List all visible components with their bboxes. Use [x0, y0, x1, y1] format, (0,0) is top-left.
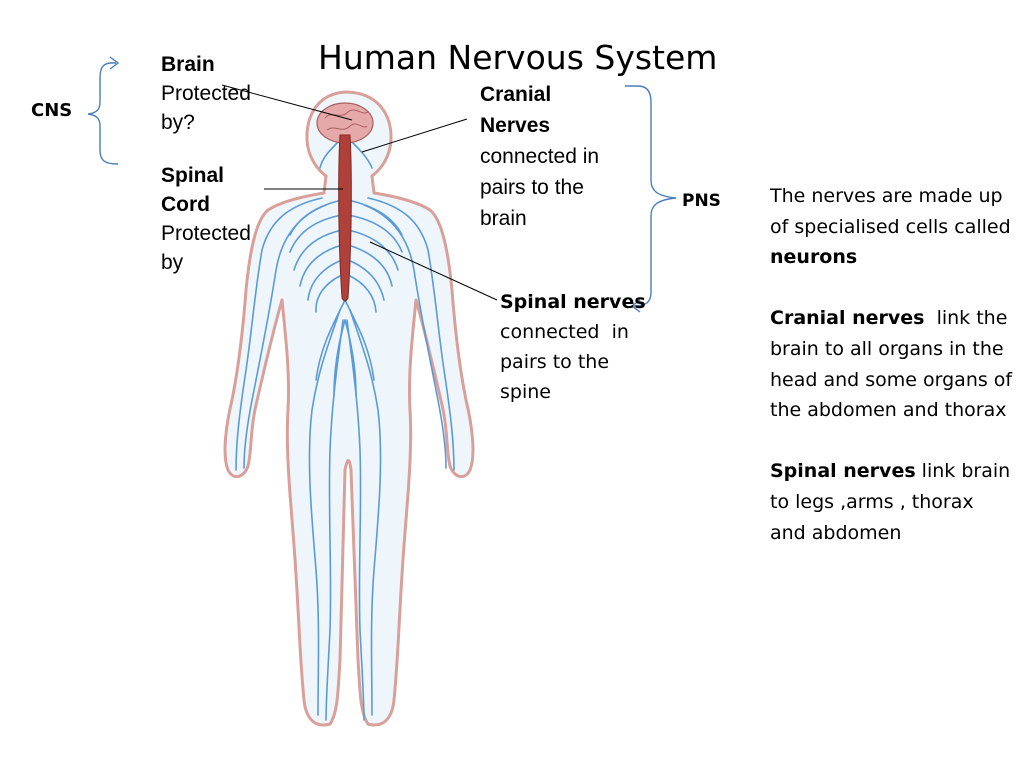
pelvic-nerves — [315, 299, 375, 396]
cranial-nerves-term: Cranial nerves — [770, 307, 925, 330]
neurons-term: neurons — [770, 246, 858, 269]
spinal-cord-protected-line2: by — [161, 251, 184, 274]
brain-name: Brain — [161, 53, 215, 76]
spinal-nerves-name: Spinal nerves — [500, 291, 646, 313]
body-outline — [223, 90, 475, 727]
cranial-nerves-label-block: Cranial Nerves connected in pairs to the… — [480, 79, 599, 234]
spinal-cord-name-line2: Cord — [161, 193, 210, 216]
cranial-nerves-pointer-line — [361, 118, 468, 153]
brain-protected-line1: Protected — [161, 82, 251, 105]
cranial-nerves-name-line1: Cranial — [480, 83, 552, 106]
pns-bracket-arrow — [630, 299, 641, 313]
leg-nerve-right — [349, 309, 382, 716]
spinal-cord-shape — [338, 134, 352, 302]
brain-protected-line2: by? — [161, 111, 195, 134]
cranial-nerves-name-line2: Nerves — [480, 114, 551, 137]
arm-nerve-right-2 — [363, 204, 447, 469]
cns-label: CNS — [31, 100, 73, 121]
arm-nerve-left-2 — [243, 204, 327, 469]
cranial-nerves-desc-line3: brain — [480, 207, 527, 230]
peripheral-nerves — [235, 139, 455, 721]
cns-bracket — [87, 62, 119, 165]
cranial-nerves-desc-line1: connected in — [480, 145, 600, 168]
spinal-nerves-desc-line3: spine — [500, 381, 551, 403]
arm-nerve-right — [367, 197, 455, 471]
spinal-cord-name-line1: Spinal — [161, 164, 225, 187]
leg-nerve-left-2 — [325, 319, 344, 721]
cranial-nerves-desc-line2: pairs to the — [480, 176, 584, 199]
spinal-nerves-desc-line1: connected in — [500, 321, 629, 343]
spinal-nerves-term: Spinal nerves — [770, 460, 916, 483]
pns-label: PNS — [682, 191, 721, 211]
leg-nerve-right-2 — [346, 319, 365, 721]
pointer-lines — [221, 84, 498, 301]
cranial-nerves-paragraph-text: link the brain to all organs in the head… — [770, 307, 1019, 422]
brain-label-block: Brain Protected by? — [161, 50, 251, 137]
spinal-nerves-pointer-line — [369, 241, 498, 301]
spinal-cord-label-block: Spinal Cord Protected by — [161, 161, 251, 277]
brain-pointer-line — [221, 84, 353, 121]
spinal-nerves-label-block: Spinal nerves connected in pairs to the … — [500, 287, 646, 407]
neurons-paragraph-text: The nerves are made up of specialised ce… — [770, 185, 1011, 238]
neurons-paragraph: The nerves are made up of specialised ce… — [770, 181, 1015, 273]
pns-bracket — [625, 85, 677, 307]
spinal-nerves-desc-line2: pairs to the — [500, 351, 610, 373]
cranial-nerves-paragraph: Cranial nerves link the brain to all org… — [770, 303, 1015, 425]
info-text-block: The nerves are made up of specialised ce… — [770, 181, 1015, 548]
arm-nerve-left — [235, 197, 323, 471]
spinal-nerves-paragraph: Spinal nerves link brain to legs ,arms ,… — [770, 456, 1015, 548]
cns-bracket-arrow — [109, 56, 120, 70]
slide-title: Human Nervous System — [318, 38, 718, 77]
spinal-cord-protected-line1: Protected — [161, 222, 251, 245]
leg-nerve-left — [308, 309, 341, 716]
spinal-nerves-paragraph-text: link brain to legs ,arms , thorax and ab… — [770, 460, 1011, 544]
